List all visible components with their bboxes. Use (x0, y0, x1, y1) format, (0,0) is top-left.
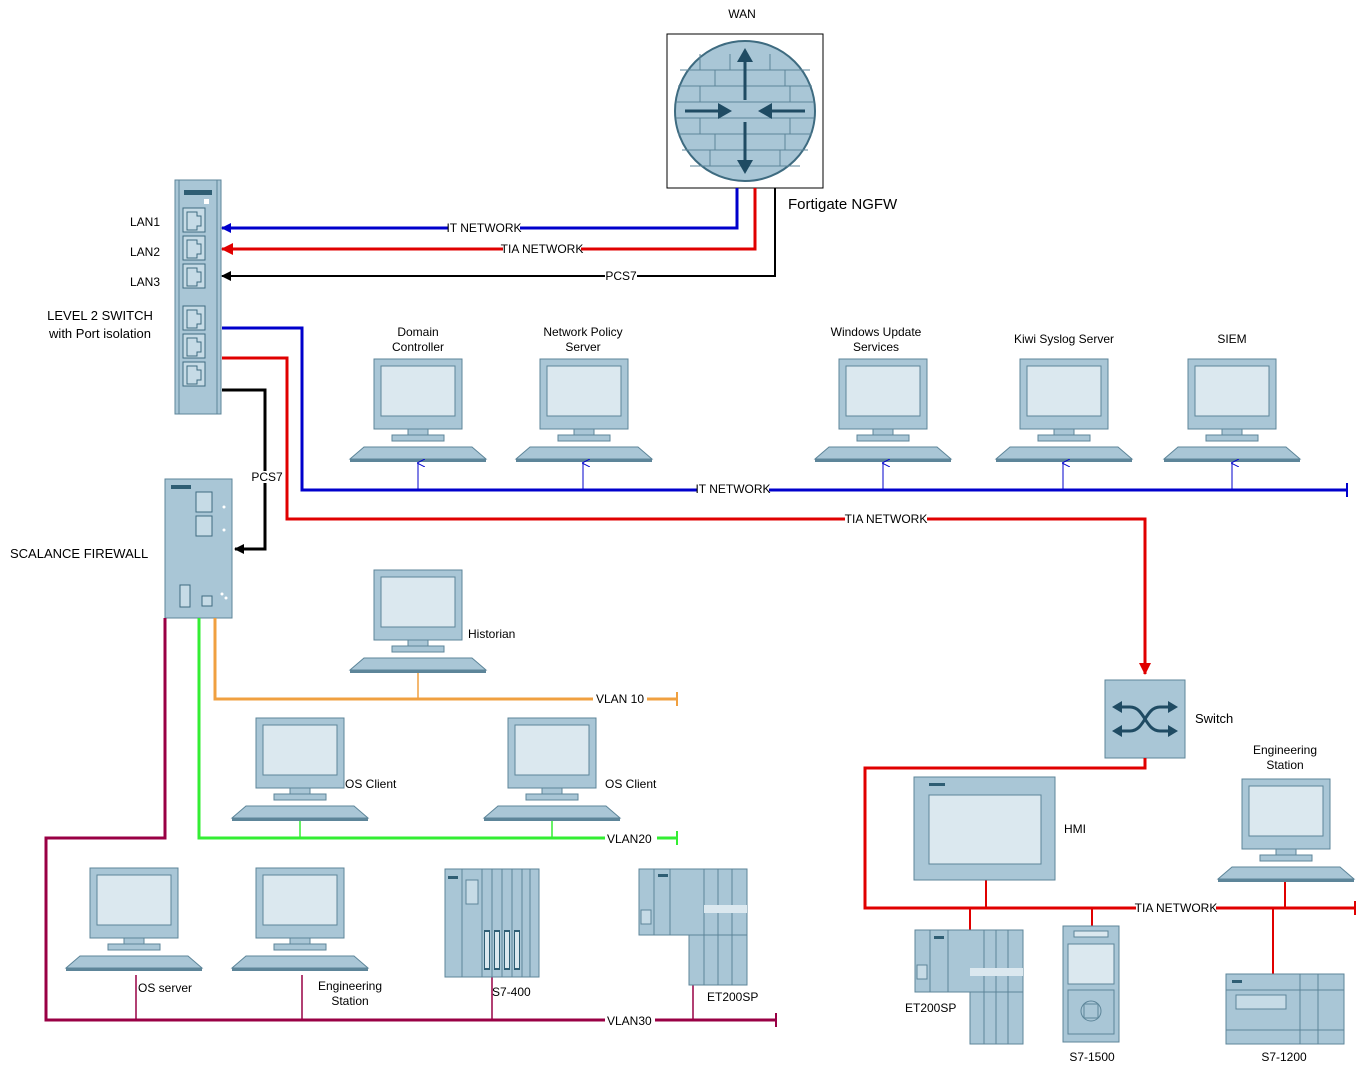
server-label-wsus-2: Services (853, 340, 899, 354)
vlan10-label: VLAN 10 (596, 692, 644, 706)
s7-1500-plc-icon (1062, 925, 1120, 1043)
eng-station-label-2a: Engineering (1253, 743, 1317, 757)
server-label-syslog: Kiwi Syslog Server (1014, 332, 1114, 346)
hmi-icon (913, 776, 1056, 881)
s7-1200-label: S7-1200 (1261, 1050, 1307, 1064)
hmi-label: HMI (1064, 822, 1086, 836)
tia-network-label-trunk: TIA NETWORK (845, 512, 928, 526)
tia-network-trunk (222, 356, 1151, 675)
level2-switch-label-1: LEVEL 2 SWITCH (47, 308, 153, 323)
vlan30-label: VLAN30 (607, 1014, 652, 1028)
pc-icon (231, 867, 369, 972)
it-network-label-top: IT NETWORK (446, 221, 521, 235)
pcs7-uplink (221, 188, 776, 281)
s7-1500-label: S7-1500 (1069, 1050, 1115, 1064)
pcs7-label-link: PCS7 (251, 470, 283, 484)
vlan10-bus (213, 618, 677, 701)
level2-switch-label-2: with Port isolation (48, 326, 151, 341)
eng-station-label-1a: Engineering (318, 979, 382, 993)
fortigate-label: Fortigate NGFW (788, 196, 898, 213)
pc-icon (65, 867, 203, 972)
fortigate-firewall-icon (666, 33, 824, 189)
os-server-label: OS server (138, 981, 192, 995)
it-network-bus (222, 326, 1347, 492)
scalance-firewall-label: SCALANCE FIREWALL (10, 546, 148, 561)
s7-400-label: S7-400 (492, 985, 531, 999)
scalance-firewall-icon (164, 478, 233, 619)
eng-station-label-1b: Station (331, 994, 368, 1008)
port-label-lan2: LAN2 (130, 245, 160, 259)
server-label-siem: SIEM (1217, 332, 1246, 346)
tia-plant-bus (863, 758, 1355, 910)
switch-label: Switch (1195, 711, 1233, 726)
et200sp-icon (638, 868, 748, 986)
et200sp-label-vlan30: ET200SP (707, 990, 758, 1004)
server-label-domain-1: Domain (397, 325, 438, 339)
pc-icon (814, 358, 952, 463)
et200sp-label-tia: ET200SP (905, 1001, 956, 1015)
pc-icon (231, 717, 369, 822)
server-label-domain-2: Controller (392, 340, 444, 354)
pc-icon (349, 358, 487, 463)
server-label-wsus-1: Windows Update (831, 325, 922, 339)
pcs7-label-top: PCS7 (605, 269, 637, 283)
level2-switch-icon (174, 179, 222, 415)
pcs7-link (222, 388, 267, 554)
wan-label: WAN (728, 7, 756, 21)
os-client-label-2: OS Client (605, 777, 657, 791)
os-client-label-1: OS Client (345, 777, 397, 791)
vlan20-bus (197, 618, 677, 840)
server-label-nps-1: Network Policy (543, 325, 622, 339)
switch-icon (1104, 679, 1186, 759)
pc-icon (349, 569, 487, 674)
pc-icon (515, 358, 653, 463)
tia-network-uplink (221, 188, 757, 255)
port-label-lan1: LAN1 (130, 215, 160, 229)
historian-label: Historian (468, 627, 515, 641)
s7-1200-plc-icon (1225, 973, 1345, 1045)
pc-icon (995, 358, 1133, 463)
vlan20-label: VLAN20 (607, 832, 652, 846)
tia-network-label-top: TIA NETWORK (501, 242, 584, 256)
it-network-label-bus: IT NETWORK (695, 482, 770, 496)
eng-station-label-2b: Station (1266, 758, 1303, 772)
et200sp-icon (914, 929, 1024, 1045)
pc-icon (1163, 358, 1301, 463)
server-label-nps-2: Server (565, 340, 600, 354)
s7-400-plc-icon (444, 868, 540, 978)
port-label-lan3: LAN3 (130, 275, 160, 289)
pc-icon (1217, 778, 1355, 883)
vlan30-bus (44, 618, 776, 1022)
tia-network-label-plant: TIA NETWORK (1135, 901, 1218, 915)
it-network-uplink (221, 188, 739, 233)
pc-icon (483, 717, 621, 822)
